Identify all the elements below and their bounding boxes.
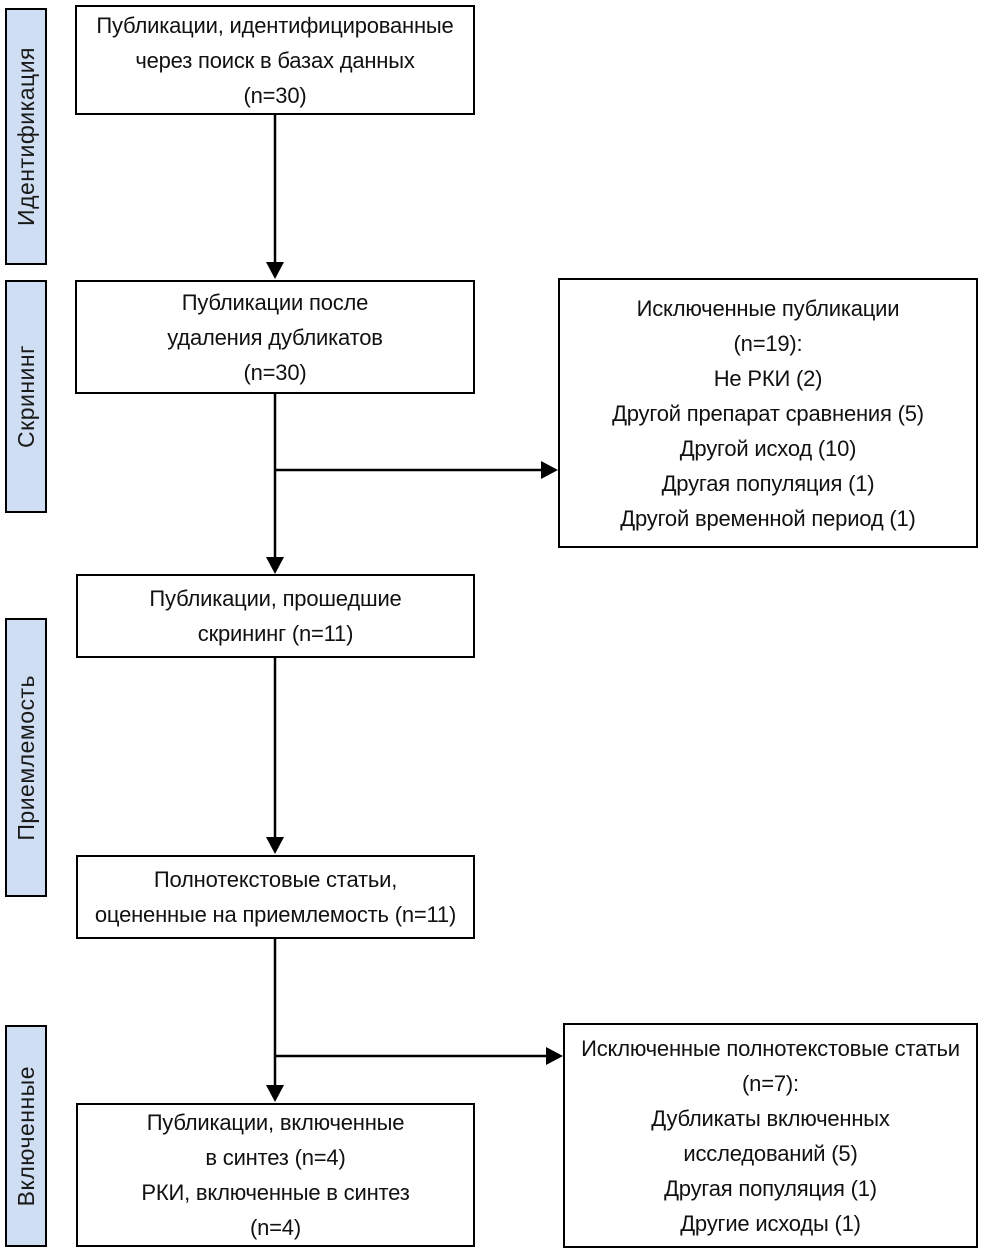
stage-label-identification: Идентификация [5,8,47,265]
box-excluded-screening: Исключенные публикации (n=19): Не РКИ (2… [558,278,978,548]
stage-label-included-text: Включенные [12,1065,39,1207]
box-included: Публикации, включенные в синтез (n=4) РК… [76,1103,475,1247]
box-included-text: Публикации, включенные в синтез (n=4) РК… [141,1110,410,1240]
stage-label-eligibility-text: Приемлемость [12,674,39,841]
box-excluded-screening-text: Исключенные публикации (n=19): Не РКИ (2… [612,295,924,531]
stage-label-screening: Скрининг [5,280,47,513]
stage-label-identification-text: Идентификация [12,47,39,226]
box-identified-text: Публикации, идентифицированные через пои… [96,12,454,108]
box-identified: Публикации, идентифицированные через пои… [75,5,475,115]
stage-label-included: Включенные [5,1025,47,1247]
arrow-branch-to-excluded-screening [274,461,558,479]
box-screened: Публикации, прошедшие скрининг (n=11) [76,574,475,658]
arrow-dedup-to-screened [266,394,284,574]
stage-label-screening-text: Скрининг [12,345,39,448]
box-fulltext-assessed-text: Полнотекстовые статьи, оцененные на прие… [94,867,457,927]
arrow-identified-to-dedup [266,115,284,279]
box-excluded-fulltext-text: Исключенные полнотекстовые статьи (n=7):… [581,1035,960,1236]
stage-label-eligibility: Приемлемость [5,618,47,897]
box-after-dedup-text: Публикации после удаления дубликатов (n=… [167,289,383,385]
arrow-branch-to-excluded-fulltext [274,1047,563,1065]
arrow-fulltext-to-included [266,939,284,1102]
arrow-screened-to-fulltext [266,658,284,854]
box-after-dedup: Публикации после удаления дубликатов (n=… [75,280,475,394]
box-fulltext-assessed: Полнотекстовые статьи, оцененные на прие… [76,855,475,939]
box-excluded-fulltext: Исключенные полнотекстовые статьи (n=7):… [563,1023,978,1248]
box-screened-text: Публикации, прошедшие скрининг (n=11) [149,586,402,646]
